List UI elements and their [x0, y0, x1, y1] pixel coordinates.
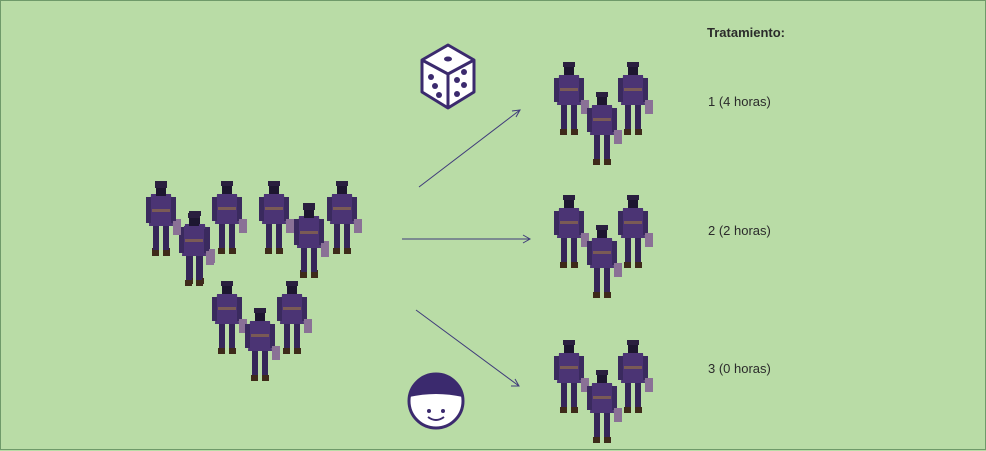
treatment-label-1: 1 (4 horas): [708, 94, 771, 109]
arrowhead-1: [511, 109, 521, 118]
smiling-face-icon: [407, 372, 465, 430]
treatment-group-1: [554, 62, 653, 165]
arrow-to-group-1: [418, 109, 521, 188]
participant-pool: [146, 181, 362, 381]
arrowhead-2: [522, 234, 532, 244]
treatment-group-2: [554, 195, 653, 298]
arrow-to-group-3: [415, 309, 520, 387]
treatment-title: Tratamiento:: [707, 25, 786, 40]
treatment-label-2: 2 (2 horas): [708, 223, 771, 238]
treatment-group-3: [554, 340, 653, 443]
treatment-label-3: 3 (0 horas): [708, 361, 771, 376]
dice-icon: [420, 43, 476, 110]
arrowhead-3: [511, 378, 520, 387]
